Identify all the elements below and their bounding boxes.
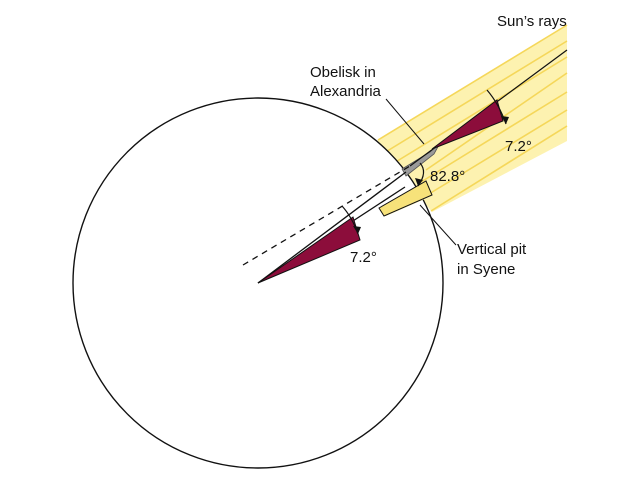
pit-leader-line <box>419 204 457 246</box>
obelisk-label-line1: Obelisk in <box>310 64 376 81</box>
obelisk-label-line2: Alexandria <box>310 83 382 100</box>
pit-label-line2: in Syene <box>457 261 515 278</box>
sun-rays-band <box>375 25 567 212</box>
pit-label-line1: Vertical pit <box>457 241 527 258</box>
arrowhead-center-angle <box>353 226 361 234</box>
vertical-pit <box>378 180 433 217</box>
radius-to-alexandria <box>257 171 407 284</box>
obelisk-angle-label: 82.8° <box>430 168 465 185</box>
sun-ray-lines <box>377 24 568 212</box>
sun-angle-label: 7.2° <box>505 138 532 155</box>
arrowhead-sun-angle <box>501 116 509 124</box>
sun-rays-label: Sun’s rays <box>497 13 567 30</box>
arrowhead-obelisk-angle <box>415 178 423 186</box>
obelisk-leader-line <box>385 98 425 145</box>
center-angle-label: 7.2° <box>350 249 377 266</box>
